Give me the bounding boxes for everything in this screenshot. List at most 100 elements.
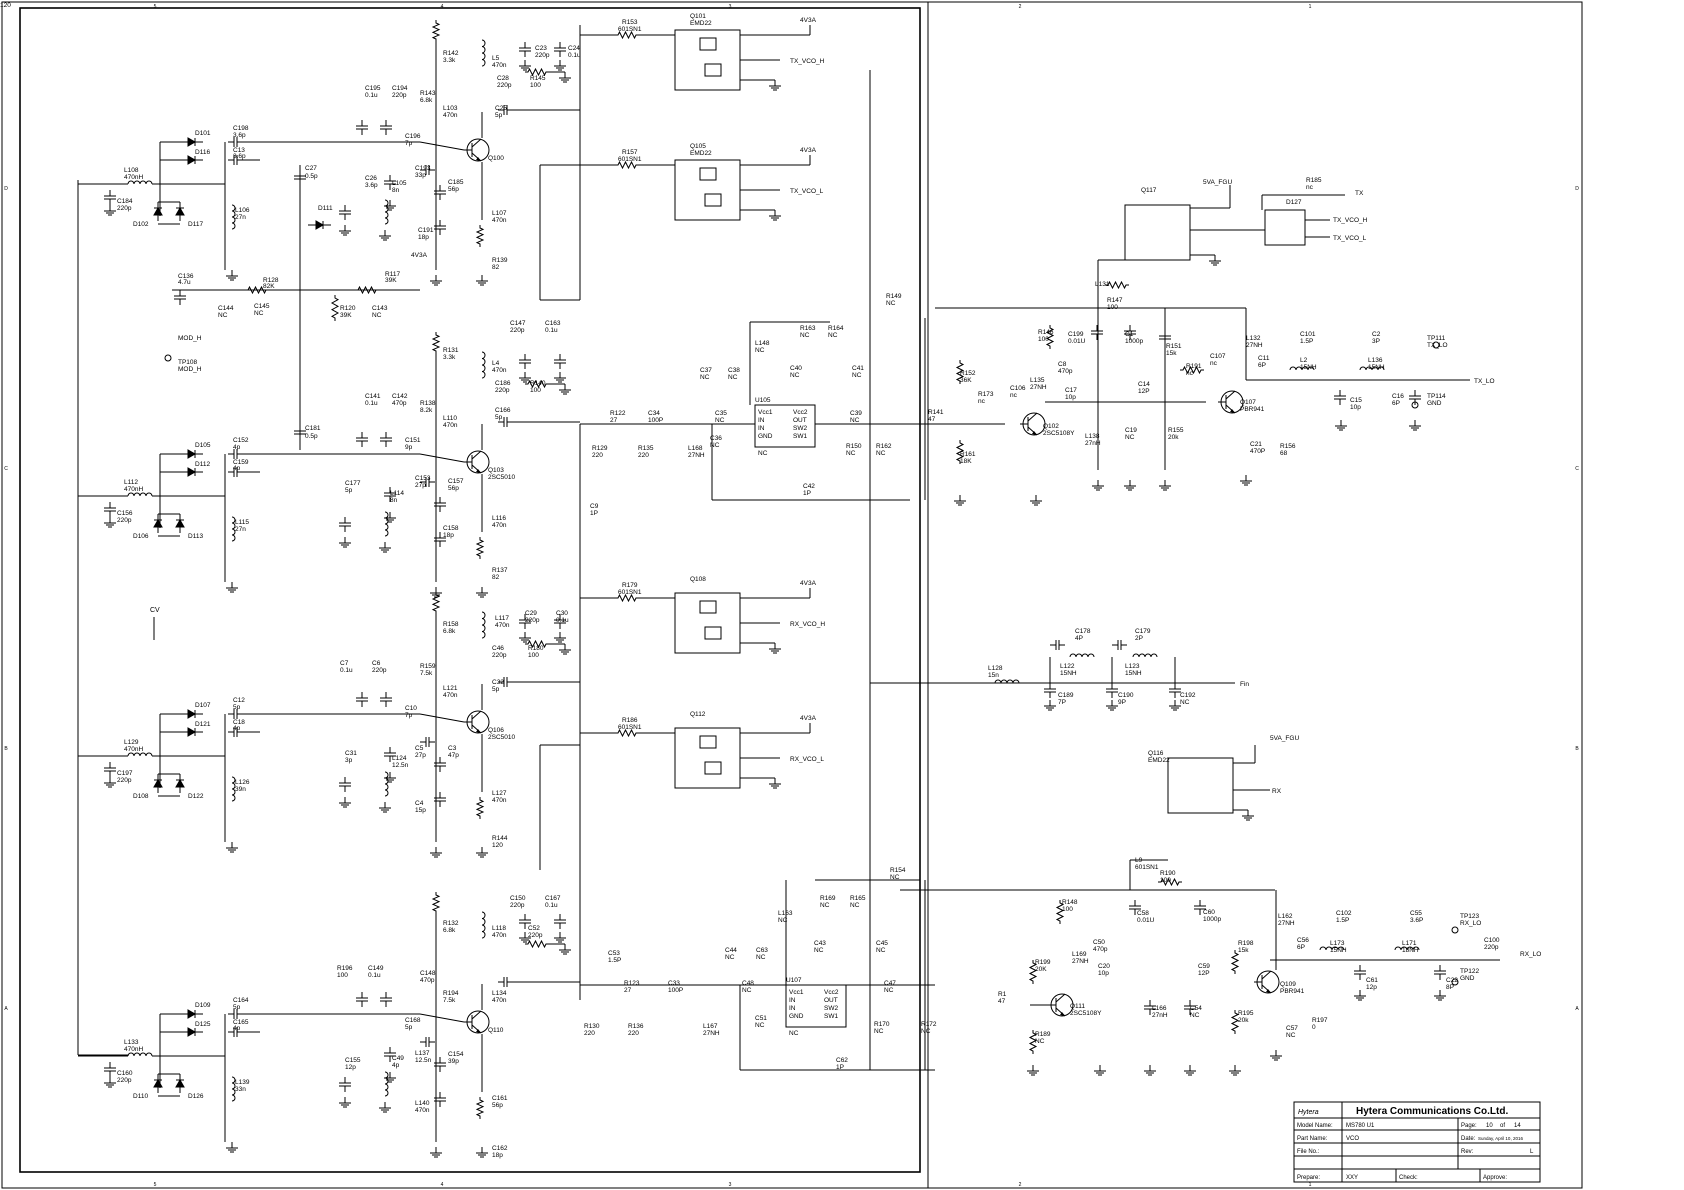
col-ref: C155 [345,1057,361,1064]
mixer-ref: R162 [876,443,892,450]
col-value: 220p [528,932,543,939]
rx-r189-value: NC [1035,1038,1045,1045]
mixer-value: 1P [836,1064,844,1071]
col-value: 470n [492,997,507,1004]
ic-pin: SW2 [793,425,807,432]
mixer-value: 1P [590,510,598,517]
border-col: 5 [154,1182,157,1188]
fin-c178-value: 4P [1075,635,1083,642]
mixer-ref: C63 [756,947,768,954]
border-row: A [1575,1006,1579,1012]
tx-tp111-signal: TX_LO [1427,342,1448,349]
tx-r146-value: 100 [1038,336,1049,343]
tx-c15: C15 [1350,397,1362,404]
tx-c21: C21 [1250,441,1262,448]
cap-ref: C152 [233,437,249,444]
transistor-ref: Q106 [488,727,504,734]
ic-ref: U107 [786,977,802,984]
rx-q116-part: EMD22 [1148,757,1170,764]
tx-r156-value: 68 [1280,450,1288,457]
col-value: 27p [415,752,426,759]
rx-c54-value: NC [1190,1012,1200,1019]
rx-c56-value: 6P [1297,944,1305,951]
col-ref: C3 [448,745,457,752]
mixer-value: NC [728,374,738,381]
mixer-value: NC [846,450,856,457]
col-ref: C158 [443,525,459,532]
mixer-ref: C35 [715,410,727,417]
ind-ref: L126 [235,779,250,786]
ic-pin: Vcc2 [824,989,839,996]
approve-label: Approve: [1483,1175,1507,1181]
col-ref: C52 [528,925,540,932]
c181-ref: C181 [305,425,321,432]
fin-fin: Fin [1240,681,1249,688]
tx-c19: C19 [1125,427,1137,434]
switch-part: EMD22 [690,150,712,157]
col-value: 470n [495,622,510,629]
ind-ref: L106 [235,207,250,214]
tx-l132-value: 27NH [1246,342,1263,349]
fin-l123: L123 [1125,663,1140,670]
col-value: 220p [492,652,507,659]
ic-pin: IN [789,1005,796,1012]
col-ref: L117 [495,615,509,622]
col-value: 82 [492,574,500,581]
col-value: 5p [345,487,353,494]
mixer-ref: R130 [584,1023,600,1030]
mixer-ref: C44 [725,947,737,954]
tx-v5va: 5VA_FGU [1203,179,1232,186]
rx-v5va: 5VA_FGU [1270,735,1299,742]
tx-c1: C1 [1125,331,1134,338]
date-label: Date: [1461,1136,1476,1142]
transistor-part: 2SC5010 [488,734,515,741]
col-ref: C24 [568,45,580,52]
mixer-value: NC [755,1022,765,1029]
rx-q109-part: PBR941 [1280,988,1305,995]
fin-c189-value: 7P [1058,699,1066,706]
tx-l135-value: 27NH [1030,384,1047,391]
tx-r185-value: nc [1306,184,1314,191]
col-value: 8n [392,187,400,194]
ic-pin: Vcc1 [758,409,773,416]
mixer-ref: R163 [800,325,816,332]
tx-c8-value: 470p [1058,368,1073,375]
col-ref: L121 [443,685,458,692]
tx-l2-value: 15NH [1300,364,1317,371]
mixer-ref: C36 [710,435,722,442]
tx-c17-value: 10p [1065,394,1076,401]
page-of: of [1500,1123,1505,1129]
model-label: Model Name: [1297,1123,1333,1129]
transistor-ref: Q110 [488,1027,504,1034]
tx-c2: C2 [1372,331,1381,338]
page-label: Page: [1461,1123,1477,1129]
col-value: 470n [443,692,458,699]
tx-c101: C101 [1300,331,1316,338]
rx-c100: C100 [1484,937,1500,944]
col-value: 3.3k [443,57,456,64]
rev-value: L [1530,1149,1534,1155]
col-value: 220p [495,387,510,394]
switch-supply: 4V3A [800,17,817,24]
mixer-value: NC [742,987,752,994]
ic-pin: NC [758,450,768,457]
mixer-value: NC [828,332,838,339]
rx-r197-value: 0 [1312,1024,1316,1031]
tx-tp111: TP111 [1427,335,1446,342]
col-ref: R158 [443,621,459,628]
col-value: 39p [448,1058,459,1065]
tx-r147-value: 100 [1107,304,1118,311]
mixer-value: 220 [592,452,603,459]
mixer-value: NC [852,372,862,379]
mixer-value: NC [800,332,810,339]
col-value: 56p [448,485,459,492]
switch-res-value: 601SN1 [618,156,642,163]
tx-c199-value: 0.01U [1068,338,1086,345]
col-ref: R142 [443,50,459,57]
ind-ref: L108 [124,167,139,174]
border-row: C [4,466,8,472]
varactor-ref: D105 [195,442,211,449]
mixer-value: NC [725,954,735,961]
tx-r161-value: 18K [960,458,972,465]
varactor-ref: D122 [188,793,204,800]
